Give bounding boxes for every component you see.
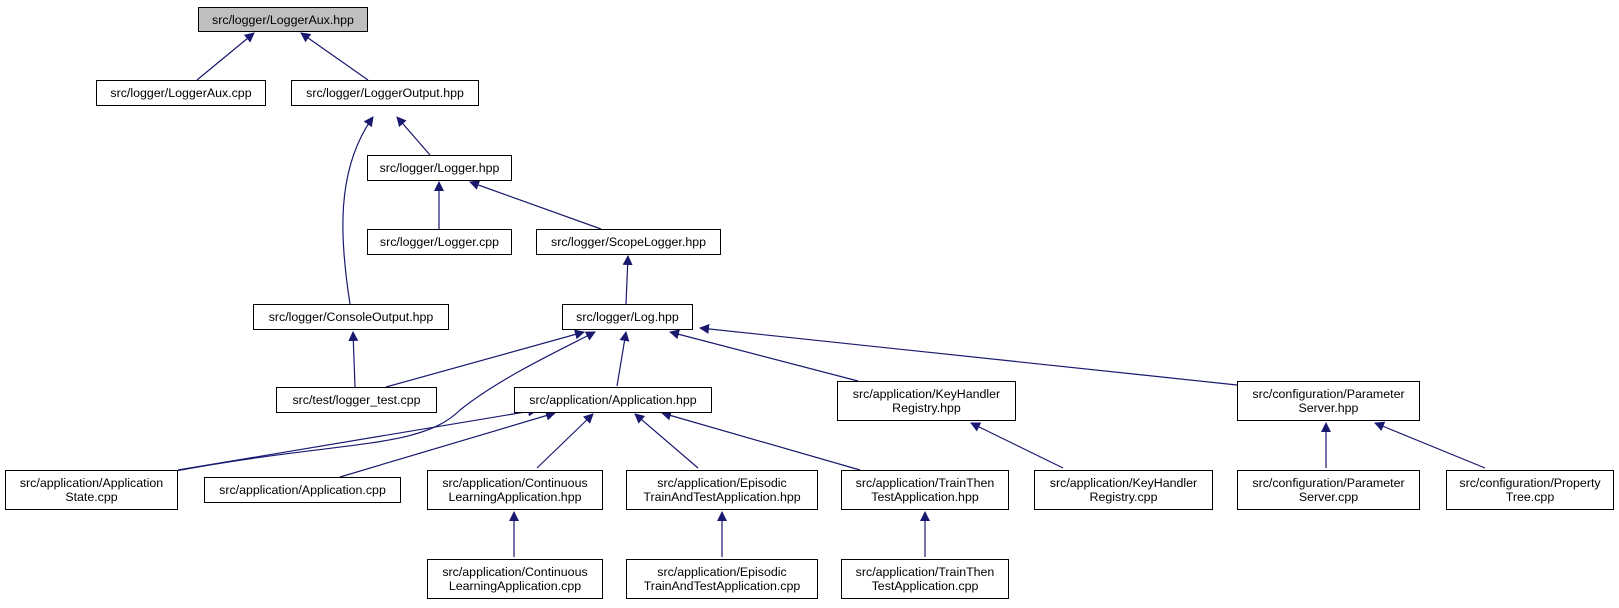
- edge-scopelogger-hpp: [469, 180, 602, 230]
- node-appstate-cpp[interactable]: src/application/Application State.cpp: [5, 470, 178, 510]
- node-continuous-hpp[interactable]: src/application/Continuous LearningAppli…: [427, 470, 603, 510]
- node-logger-test-cpp[interactable]: src/test/logger_test.cpp: [276, 387, 437, 413]
- node-continuous-cpp[interactable]: src/application/Continuous LearningAppli…: [427, 559, 603, 599]
- node-keyhandler-hpp[interactable]: src/application/KeyHandler Registry.hpp: [837, 381, 1016, 421]
- edge-application-appstate: [177, 406, 538, 471]
- node-trainthen-cpp[interactable]: src/application/TrainThen TestApplicatio…: [841, 559, 1009, 599]
- edge-log-keyhandler-hpp: [669, 329, 859, 382]
- node-application-hpp[interactable]: src/application/Application.hpp: [514, 387, 712, 413]
- node-paramserver-cpp[interactable]: src/configuration/Parameter Server.cpp: [1237, 470, 1420, 510]
- node-logger-hpp[interactable]: src/logger/Logger.hpp: [367, 155, 512, 181]
- node-loggeroutput-hpp[interactable]: src/logger/LoggerOutput.hpp: [291, 80, 479, 106]
- node-paramserver-hpp[interactable]: src/configuration/Parameter Server.hpp: [1237, 381, 1420, 421]
- edge-loggeraux-cpp: [196, 32, 255, 81]
- node-log-hpp[interactable]: src/logger/Log.hpp: [562, 304, 693, 330]
- edge-propertytree-cpp: [1374, 421, 1486, 469]
- node-scopelogger-hpp[interactable]: src/logger/ScopeLogger.hpp: [536, 229, 721, 255]
- edge-log-appstate: [169, 331, 596, 473]
- node-propertytree-cpp[interactable]: src/configuration/Property Tree.cpp: [1446, 470, 1614, 510]
- edge-log-application-hpp: [616, 331, 630, 387]
- node-consoleoutput-hpp[interactable]: src/logger/ConsoleOutput.hpp: [253, 304, 449, 330]
- node-episodic-cpp[interactable]: src/application/Episodic TrainAndTestApp…: [626, 559, 818, 599]
- node-application-cpp[interactable]: src/application/Application.cpp: [204, 477, 401, 503]
- node-loggeraux-cpp[interactable]: src/logger/LoggerAux.cpp: [96, 80, 266, 106]
- edge-application-episodic-hpp: [634, 413, 699, 469]
- edge-log-hpp: [622, 255, 633, 305]
- node-trainthen-hpp[interactable]: src/application/TrainThen TestApplicatio…: [841, 470, 1009, 510]
- edge-keyhandler-cpp: [970, 422, 1064, 469]
- node-episodic-hpp[interactable]: src/application/Episodic TrainAndTestApp…: [626, 470, 818, 510]
- node-loggeraux-hpp: src/logger/LoggerAux.hpp: [198, 7, 368, 32]
- node-keyhandler-cpp[interactable]: src/application/KeyHandler Registry.cpp: [1034, 470, 1213, 510]
- edge-consoleoutput-logger-test: [348, 331, 359, 388]
- edge-application-continuous-hpp: [536, 413, 594, 469]
- edge-log-logger-test: [385, 329, 585, 388]
- edge-logger-hpp: [396, 116, 431, 156]
- edge-application-trainthen-hpp: [661, 410, 861, 471]
- node-logger-cpp[interactable]: src/logger/Logger.cpp: [367, 229, 512, 255]
- edge-loggeroutput-hpp: [300, 32, 369, 81]
- edge-log-paramserver-hpp: [699, 323, 1238, 386]
- edge-consoleoutput-hpp: [342, 116, 374, 305]
- edge-application-application-cpp: [339, 410, 556, 478]
